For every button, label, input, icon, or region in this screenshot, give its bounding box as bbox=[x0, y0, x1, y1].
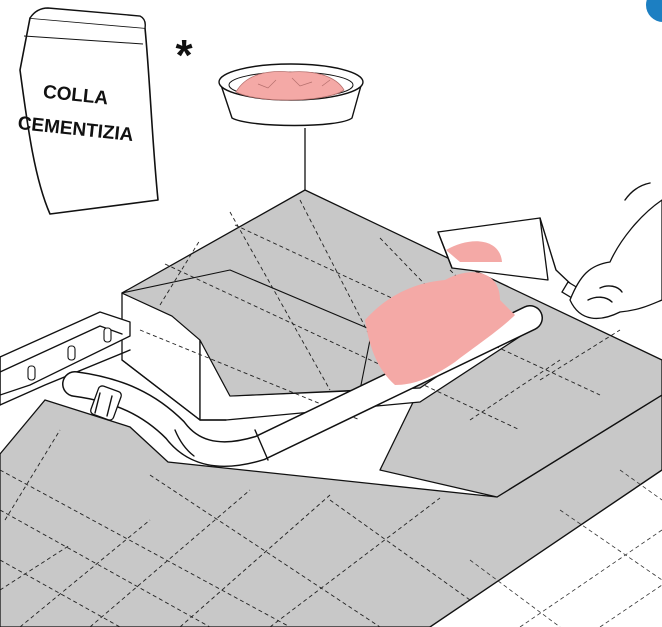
cement-bag: COLLA CEMENTIZIA bbox=[17, 8, 158, 214]
asterisk-note-mark: * bbox=[175, 31, 193, 80]
mixing-bowl bbox=[219, 64, 363, 126]
